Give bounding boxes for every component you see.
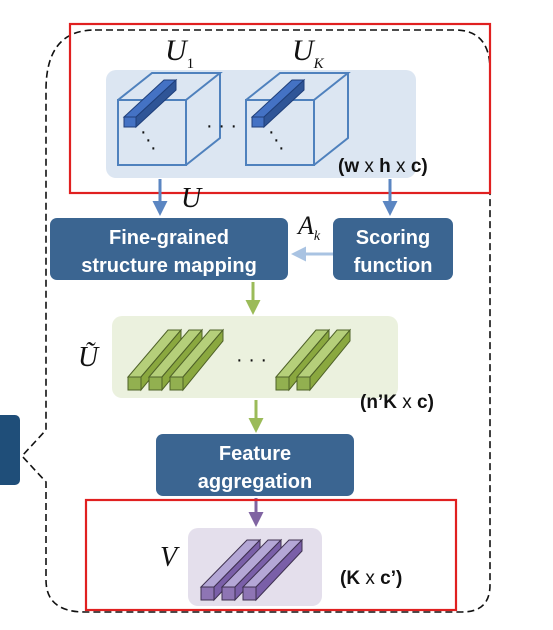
cube-uk-dot: · bbox=[278, 137, 285, 159]
cube-u1-dot: · bbox=[140, 121, 147, 143]
dims-top: (w x h x c) bbox=[338, 156, 428, 177]
dims-bottom: (K x c’) bbox=[340, 568, 402, 589]
mapping-box bbox=[50, 218, 288, 280]
utilde-label: Ũ bbox=[78, 342, 100, 373]
cube-uk-dot: · bbox=[268, 121, 275, 143]
v-label: V bbox=[160, 542, 180, 573]
left-edge-block bbox=[0, 415, 20, 485]
cube-uk bbox=[245, 72, 351, 166]
u1-label: U1 bbox=[165, 34, 194, 72]
scoring-label-line2: function bbox=[354, 255, 433, 277]
utilde-bar bbox=[295, 328, 352, 392]
uk-label: UK bbox=[292, 34, 325, 72]
dashed-outline bbox=[20, 29, 491, 613]
utilde-bar bbox=[168, 328, 225, 392]
ak-label: Ak bbox=[296, 211, 321, 244]
cube-uk-dot: · bbox=[273, 129, 280, 151]
dims-mid: (n’K x c) bbox=[360, 392, 434, 413]
aggregation-box bbox=[156, 434, 354, 496]
u-label: U bbox=[181, 183, 203, 214]
scoring-box bbox=[333, 218, 453, 280]
utilde-ellipsis: · · · bbox=[236, 349, 267, 371]
highlight-top bbox=[68, 22, 492, 195]
mapping-label-line2: structure mapping bbox=[81, 255, 257, 277]
cube-u1-dot: · bbox=[145, 129, 152, 151]
utilde-bars bbox=[126, 328, 352, 392]
aggregation-label-line1: Feature bbox=[219, 443, 291, 465]
v-bars bbox=[199, 538, 304, 602]
mapping-label-line1: Fine-grained bbox=[109, 227, 229, 249]
cube-u1-dot: · bbox=[150, 137, 157, 159]
highlight-bottom bbox=[84, 498, 458, 612]
cube-u1 bbox=[117, 72, 223, 166]
aggregation-label-line2: aggregation bbox=[198, 471, 312, 493]
scoring-label-line1: Scoring bbox=[356, 227, 430, 249]
cube-ellipsis: · · · bbox=[206, 115, 237, 137]
v-bar bbox=[241, 538, 304, 602]
